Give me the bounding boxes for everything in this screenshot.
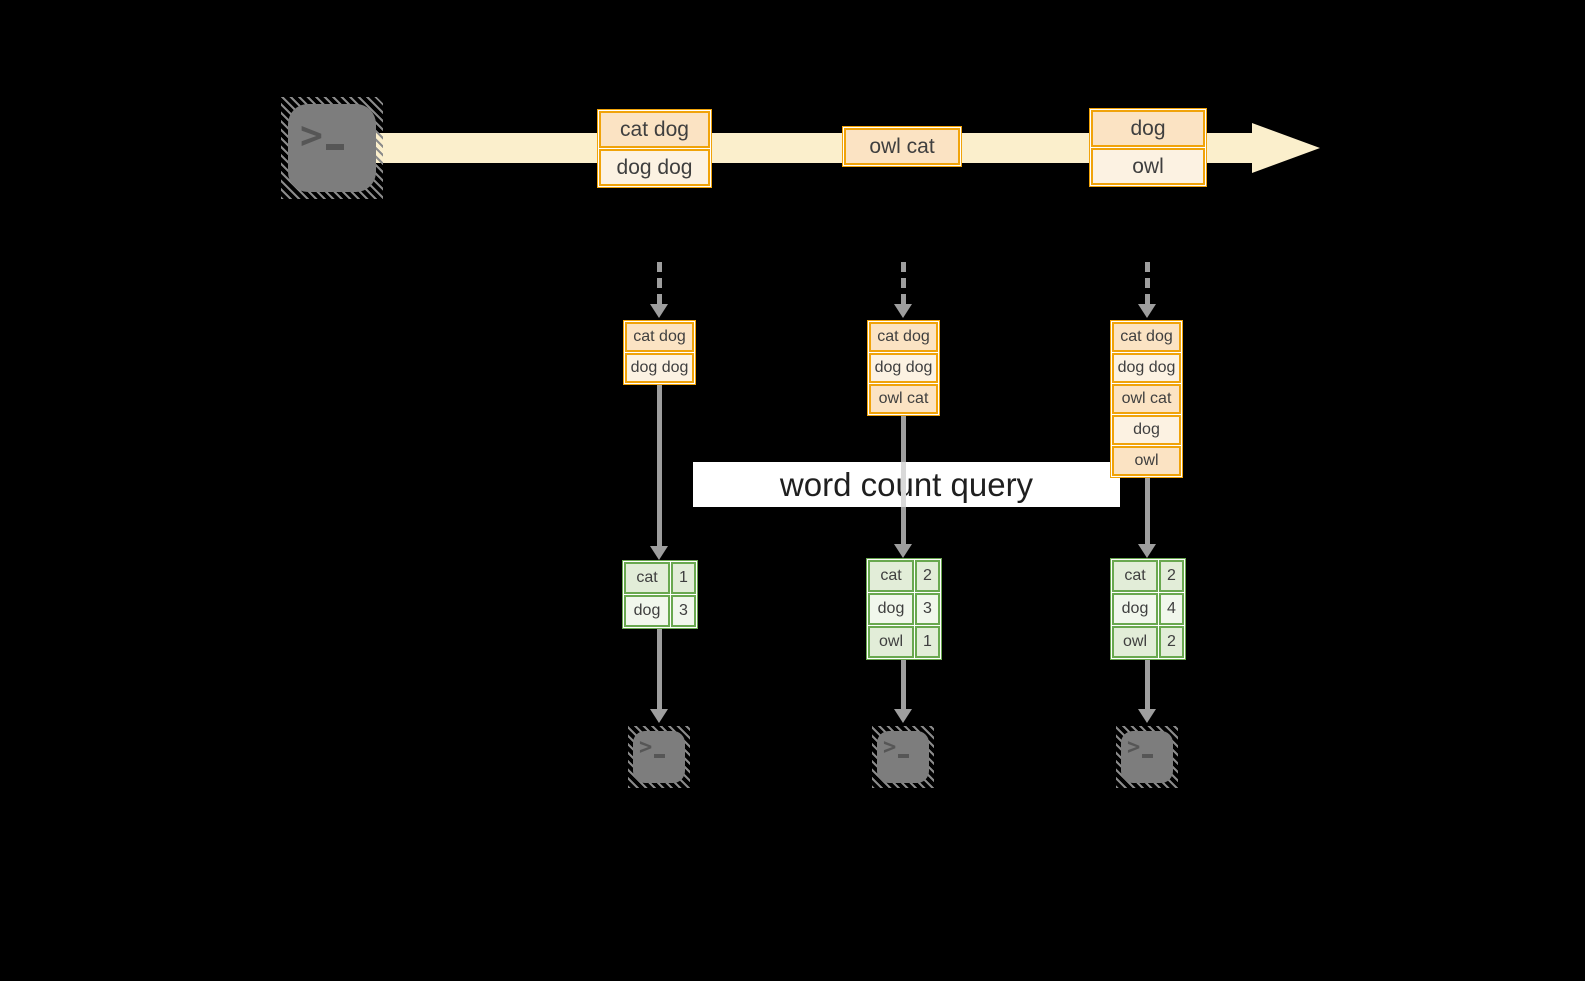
word-cell: dog (624, 595, 670, 627)
prompt-chevron-icon: > (883, 735, 897, 760)
dashed-arrow-icon (1138, 262, 1156, 318)
buffer-stack-1: cat dog dog dog (623, 320, 696, 385)
down-arrow-icon (1138, 659, 1156, 723)
count-cell: 1 (671, 562, 696, 594)
prompt-chevron-icon: > (1127, 735, 1141, 760)
count-table-3: cat 2 dog 4 owl 2 (1110, 558, 1186, 660)
count-table-2: cat 2 dog 3 owl 1 (866, 558, 942, 660)
stream-event-cell: dog dog (599, 149, 710, 186)
buffer-cell: dog dog (869, 353, 938, 383)
prompt-underscore-icon (1142, 754, 1153, 758)
buffer-cell: cat dog (625, 322, 694, 352)
table-row: owl 2 (1112, 626, 1184, 658)
count-cell: 2 (1159, 626, 1184, 658)
stream-event-box-1: cat dog dog dog (597, 109, 712, 188)
word-cell: owl (1112, 626, 1158, 658)
buffer-stack-3: cat dog dog dog owl cat dog owl (1110, 320, 1183, 478)
down-arrow-icon (894, 659, 912, 723)
count-cell: 4 (1159, 593, 1184, 625)
dashed-arrow-icon (650, 262, 668, 318)
stream-event-cell: dog (1091, 110, 1205, 147)
word-cell: cat (624, 562, 670, 594)
prompt-chevron-icon: > (639, 735, 653, 760)
stream-event-cell: owl cat (844, 128, 960, 165)
stream-arrowhead-icon (1252, 123, 1320, 173)
buffer-cell: owl (1112, 446, 1181, 476)
down-arrow-icon (650, 384, 668, 560)
sink-terminal-icon: > (628, 726, 690, 788)
buffer-cell: dog dog (625, 353, 694, 383)
sink-terminal-icon: > (872, 726, 934, 788)
count-cell: 2 (1159, 560, 1184, 592)
terminal-screen: > (633, 731, 685, 783)
table-row: dog 4 (1112, 593, 1184, 625)
stream-event-box-2: owl cat (842, 126, 962, 167)
count-cell: 2 (915, 560, 940, 592)
stream-event-cell: cat dog (599, 111, 710, 148)
down-arrow-icon (650, 628, 668, 723)
banner-label: word count query (779, 465, 1034, 503)
terminal-screen: > (1121, 731, 1173, 783)
prompt-underscore-icon (326, 144, 344, 150)
word-cell: cat (868, 560, 914, 592)
count-cell: 3 (671, 595, 696, 627)
table-row: dog 3 (868, 593, 940, 625)
table-row: cat 2 (1112, 560, 1184, 592)
prompt-underscore-icon (654, 754, 665, 758)
word-count-query-banner: word count query (693, 462, 1120, 507)
word-cell: owl (868, 626, 914, 658)
word-cell: cat (1112, 560, 1158, 592)
arrow-through-banner (901, 462, 906, 507)
down-arrow-icon (1138, 478, 1156, 558)
table-row: dog 3 (624, 595, 696, 627)
word-cell: dog (1112, 593, 1158, 625)
word-cell: dog (868, 593, 914, 625)
buffer-cell: owl cat (1112, 384, 1181, 414)
terminal-screen: > (877, 731, 929, 783)
source-terminal-icon: > (281, 97, 383, 199)
table-row: cat 2 (868, 560, 940, 592)
terminal-screen: > (288, 104, 376, 192)
buffer-cell: cat dog (869, 322, 938, 352)
stream-event-cell: owl (1091, 148, 1205, 185)
buffer-cell: dog dog (1112, 353, 1181, 383)
prompt-chevron-icon: > (300, 113, 323, 157)
sink-terminal-icon: > (1116, 726, 1178, 788)
buffer-stack-2: cat dog dog dog owl cat (867, 320, 940, 416)
table-row: owl 1 (868, 626, 940, 658)
buffer-cell: cat dog (1112, 322, 1181, 352)
dashed-arrow-icon (894, 262, 912, 318)
buffer-cell: dog (1112, 415, 1181, 445)
buffer-cell: owl cat (869, 384, 938, 414)
count-cell: 1 (915, 626, 940, 658)
count-cell: 3 (915, 593, 940, 625)
prompt-underscore-icon (898, 754, 909, 758)
table-row: cat 1 (624, 562, 696, 594)
stream-event-box-3: dog owl (1089, 108, 1207, 187)
count-table-1: cat 1 dog 3 (622, 560, 698, 629)
